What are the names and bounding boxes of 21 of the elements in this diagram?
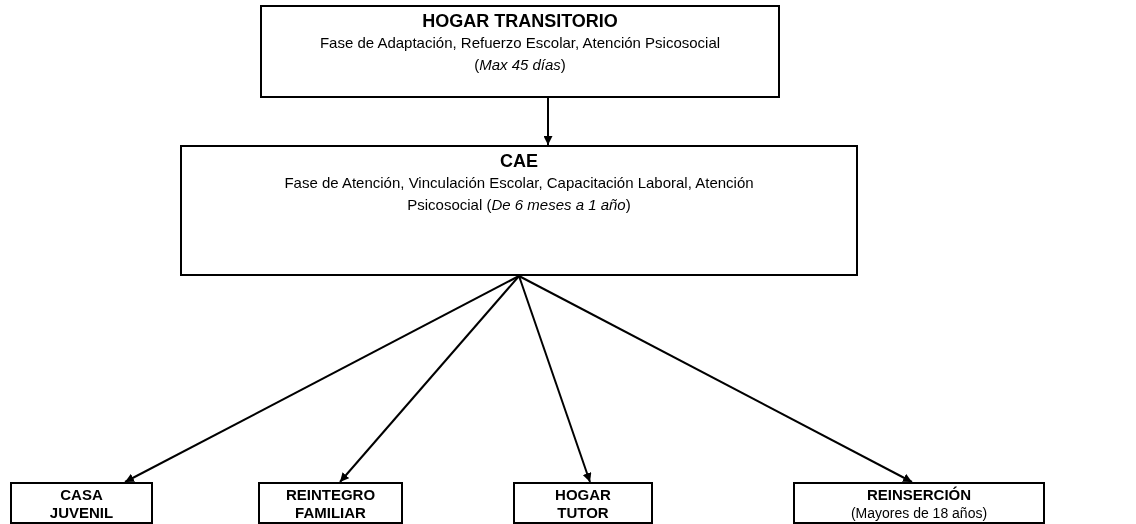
box-description: Fase de Adaptación, Refuerzo Escolar, Atención Psicosocial: [318, 33, 722, 53]
box-description: Fase de Atención, Vinculación Escolar, Capacitación Laboral, Atención Psicosocial (De 6 meses a 1 año): [283, 173, 755, 215]
program-stage-box: [260, 5, 780, 98]
outcome-box: [258, 482, 403, 524]
box-title: HOGAR TUTOR: [554, 486, 612, 522]
arrow: [124, 275, 520, 483]
box-title: CASA JUVENIL: [48, 486, 115, 522]
outcome-box: [793, 482, 1045, 524]
arrow: [518, 275, 913, 483]
arrow: [518, 275, 592, 483]
outcome-box: [10, 482, 153, 524]
box-title: HOGAR TRANSITORIO: [421, 11, 619, 32]
outcome-box: [513, 482, 653, 524]
box-description: (Mayores de 18 años): [849, 504, 989, 522]
box-title: REINSERCIÓN: [866, 486, 972, 504]
box-title: REINTEGRO FAMILIAR: [284, 486, 377, 522]
box-description: (Max 45 días): [473, 55, 567, 75]
box-title: CAE: [499, 151, 539, 172]
program-stage-box: [180, 145, 858, 276]
arrow: [543, 97, 553, 146]
arrow: [339, 275, 520, 483]
